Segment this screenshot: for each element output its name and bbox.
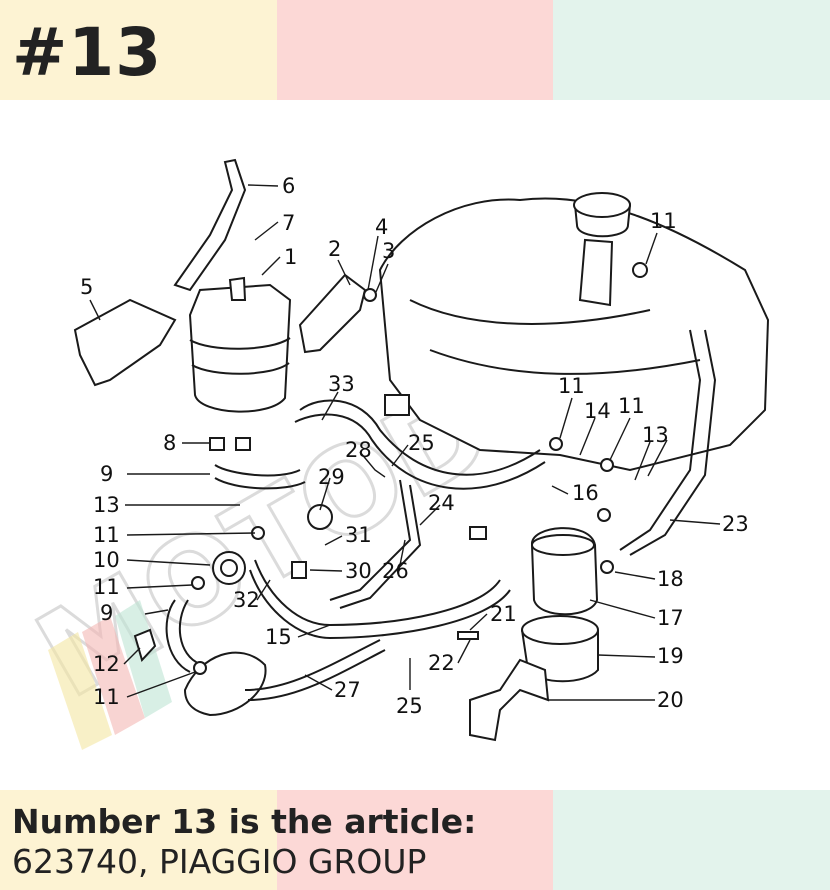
callout-4: 4 <box>375 215 388 239</box>
callout-6: 6 <box>282 174 295 198</box>
footer-band <box>0 790 830 890</box>
callout-17: 17 <box>657 606 684 630</box>
callout-27: 27 <box>334 678 361 702</box>
callout-29: 29 <box>318 465 345 489</box>
hose-lines <box>165 329 717 701</box>
callout-26: 26 <box>382 559 409 583</box>
callout-11-bottom: 11 <box>93 685 120 709</box>
callout-21: 21 <box>490 602 517 626</box>
fuel-tank <box>378 192 770 472</box>
header-band <box>0 0 830 100</box>
callout-24: 24 <box>428 491 455 515</box>
callout-1: 1 <box>284 245 297 269</box>
callout-9-lower: 9 <box>100 601 113 625</box>
callout-15: 15 <box>265 625 292 649</box>
callout-11-tank: 11 <box>650 209 677 233</box>
callout-22: 22 <box>428 651 455 675</box>
callout-8: 8 <box>163 431 176 455</box>
callout-7: 7 <box>282 211 295 235</box>
callout-5: 5 <box>80 275 93 299</box>
callout-2: 2 <box>328 237 341 261</box>
callout-19: 19 <box>657 644 684 668</box>
callout-28: 28 <box>345 438 372 462</box>
callout-16: 16 <box>572 481 599 505</box>
callout-13-right: 13 <box>642 423 669 447</box>
callout-11-lower-left: 11 <box>93 575 120 599</box>
fuel-pump <box>530 527 599 616</box>
callout-23: 23 <box>722 512 749 536</box>
bracket <box>298 273 367 354</box>
exploded-parts-diagram: MOTODIVA <box>14 158 770 750</box>
callout-25-upper: 25 <box>408 431 435 455</box>
callout-11-upper-right: 11 <box>618 394 645 418</box>
callout-labels: 6 7 1 5 2 4 3 11 33 11 14 11 13 8 28 25 … <box>80 174 749 718</box>
mounting-bracket <box>469 658 550 742</box>
callout-9-upper: 9 <box>100 462 113 486</box>
callout-13-left: 13 <box>93 493 120 517</box>
canister-strap <box>73 298 177 387</box>
leader-lines <box>89 184 721 701</box>
callout-3: 3 <box>382 239 395 263</box>
callout-25-lower: 25 <box>396 694 423 718</box>
charcoal-canister <box>188 276 292 413</box>
callout-11-mid-left: 11 <box>93 523 120 547</box>
part-number-heading: #13 <box>12 14 163 91</box>
callout-18: 18 <box>657 567 684 591</box>
callout-11-upper-left: 11 <box>558 374 585 398</box>
callout-12: 12 <box>93 652 120 676</box>
callout-33: 33 <box>328 372 355 396</box>
article-caption: Number 13 is the article: <box>12 802 477 841</box>
callout-14: 14 <box>584 399 611 423</box>
callout-20: 20 <box>657 688 684 712</box>
callout-31: 31 <box>345 523 372 547</box>
callout-32: 32 <box>233 588 260 612</box>
article-number: 623740, PIAGGIO GROUP <box>12 842 427 881</box>
callout-10: 10 <box>93 548 120 572</box>
vent-hose <box>173 158 247 292</box>
callout-30: 30 <box>345 559 372 583</box>
